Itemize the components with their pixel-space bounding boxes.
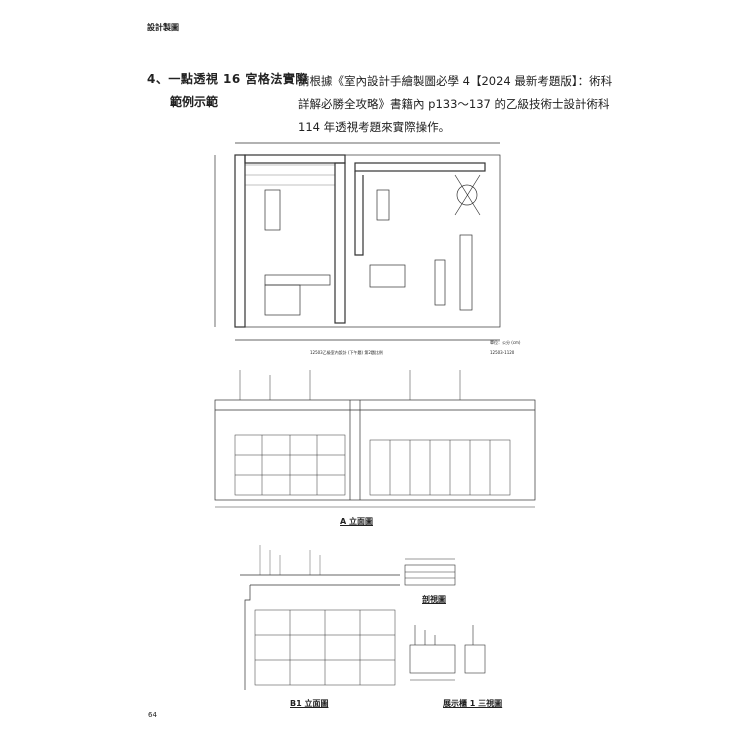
floor-plan-drawing <box>214 142 501 341</box>
section-title: 4、一點透視 16 宮格法實際 <box>147 72 308 86</box>
plan-scale: 單位：公分 (cm) <box>490 340 521 345</box>
section-drawing <box>404 558 456 586</box>
page-number: 64 <box>148 711 157 719</box>
body-line: 詳解必勝全攻略》書籍內 p133～137 的乙級技術士設計術科 <box>298 97 610 111</box>
elevation-b1-drawing <box>240 545 400 690</box>
section-caption: 剖視圖 <box>422 595 446 604</box>
body-line: 114 年透視考題來實際操作。 <box>298 120 451 134</box>
plan-code: 12503-1120 <box>490 350 515 355</box>
plan-caption: 12503乙級室內設計 (下午題) 第2題比例 <box>310 350 383 355</box>
display-cabinet-drawing <box>409 625 486 681</box>
running-header: 設計製圖 <box>147 23 179 32</box>
section-title-line2: 範例示範 <box>170 95 219 109</box>
body-line: 請根據《室內設計手繪製圖必學 4【2024 最新考題版】：術科 <box>298 74 613 88</box>
elevation-a-caption: A 立面圖 <box>340 517 373 526</box>
elevation-b1-caption: B1 立面圖 <box>290 699 329 708</box>
section-body: 請根據《室內設計手繪製圖必學 4【2024 最新考題版】：術科 詳解必勝全攻略》… <box>298 70 612 139</box>
display-cabinet-caption: 展示櫃 1 三視圖 <box>443 699 503 708</box>
elevation-a-drawing <box>214 370 536 508</box>
